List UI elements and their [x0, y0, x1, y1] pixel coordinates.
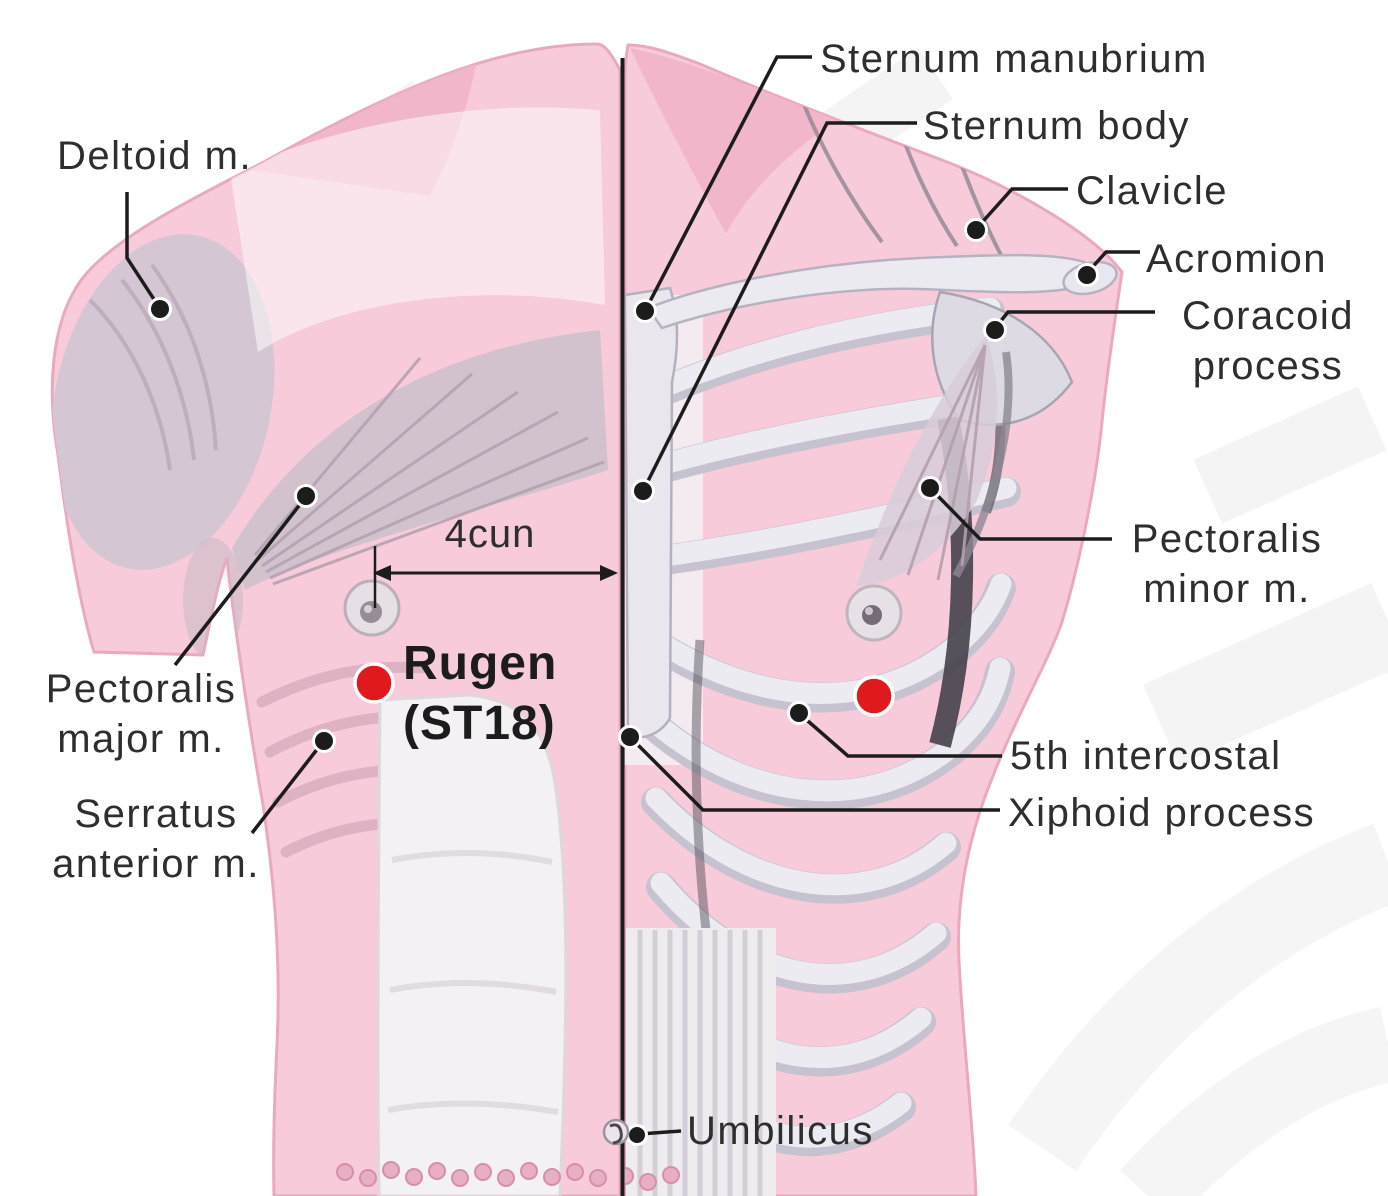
right-nipple — [845, 584, 903, 642]
leader-pectoralis-minor — [930, 488, 1112, 541]
label-5th-intercostal: 5th intercostal — [1010, 734, 1282, 778]
label-umbilicus: Umbilicus — [687, 1109, 874, 1153]
dot-deltoid — [148, 297, 172, 321]
intestine-loops — [336, 1161, 607, 1187]
label-serratus-anterior: Serratus anterior m. — [52, 792, 260, 886]
measurement-4cun — [373, 546, 618, 608]
acupoint-rugen-right — [853, 675, 895, 717]
label-pectoralis-major: Pectoralis major m. — [45, 667, 237, 761]
leader-lines — [125, 55, 1155, 1136]
label-rugen-st18: Rugen (ST18) — [403, 637, 558, 750]
leader-deltoid — [125, 192, 161, 308]
label-deltoid: Deltoid m. — [57, 134, 253, 178]
arrowhead-left — [373, 565, 391, 581]
dot-clavicle — [964, 218, 988, 242]
label-pectoralis-minor: Pectoralis minor m. — [1131, 517, 1323, 611]
dot-5th-intercostal — [787, 701, 811, 725]
label-clavicle: Clavicle — [1076, 169, 1229, 213]
dot-pectoralis-minor — [918, 476, 942, 500]
leader-serratus — [250, 741, 324, 835]
dot-pectoralis-major — [294, 484, 318, 508]
sternum-shape — [625, 286, 679, 739]
dot-xiphoid — [618, 725, 642, 749]
leader-sternum-body — [642, 121, 917, 490]
label-acromion: Acromion — [1146, 237, 1327, 281]
pectoralis-minor-shape — [856, 336, 997, 586]
umbilicus-icon — [602, 1118, 630, 1146]
leader-5th-intercostal — [799, 713, 1002, 758]
label-sternum-manubrium: Sternum manubrium — [820, 37, 1208, 81]
leader-pectoralis-major — [173, 496, 307, 667]
label-xiphoid-process: Xiphoid process — [1008, 791, 1316, 835]
left-nipple — [343, 579, 401, 637]
left-body-half — [50, 42, 622, 1196]
acupoint-markers — [353, 662, 895, 717]
leader-clavicle — [975, 187, 1068, 230]
dot-acromion — [1075, 263, 1099, 287]
dot-sternum-body — [631, 479, 655, 503]
dot-coracoid — [983, 318, 1007, 342]
label-coracoid-process: Coracoid process — [1181, 294, 1355, 388]
label-4cun: 4cun — [444, 512, 536, 556]
dot-sternum-manubrium — [633, 299, 657, 323]
leader-sternum-manubrium — [644, 55, 812, 310]
dot-serratus — [312, 729, 336, 753]
label-sternum-body: Sternum body — [923, 104, 1191, 148]
arrowhead-right — [600, 565, 618, 581]
leader-dots — [148, 218, 1099, 1146]
leader-xiphoid — [630, 737, 1000, 812]
acupoint-rugen-left — [353, 662, 395, 704]
dot-umbilicus — [626, 1124, 648, 1146]
